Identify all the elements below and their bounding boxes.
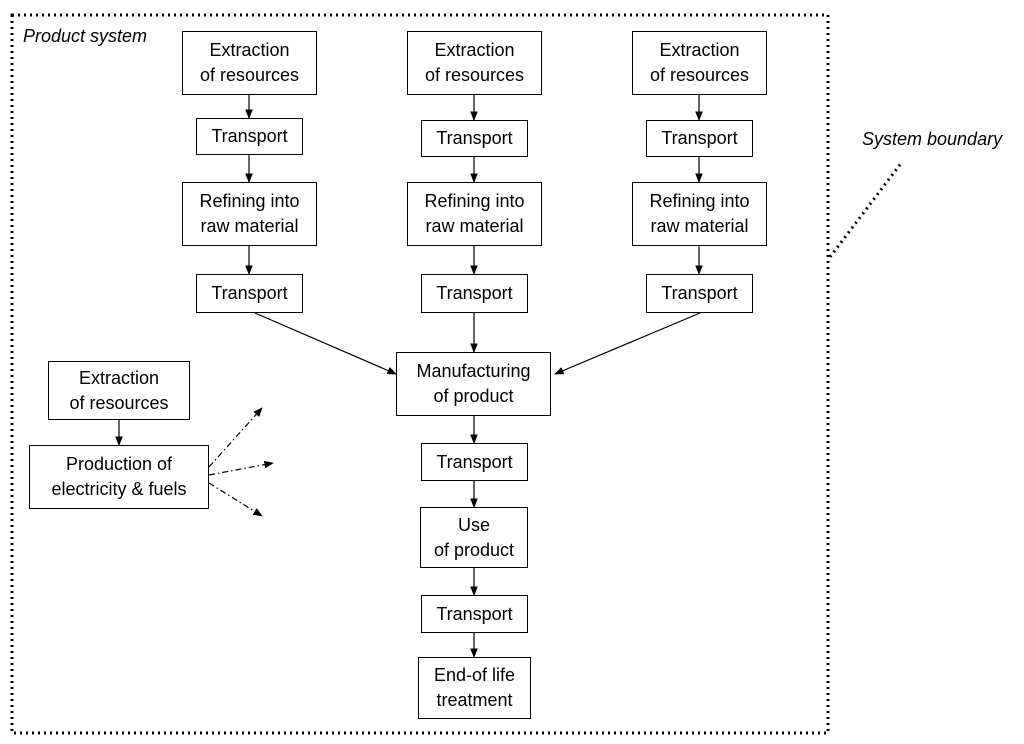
c3-refining-box: Refining into raw material <box>632 182 767 246</box>
system-boundary-leader <box>828 161 904 258</box>
energy-production-box: Production of electricity & fuels <box>29 445 209 509</box>
system-boundary-frame <box>10 13 830 735</box>
energy-flow-arrow-up <box>208 407 263 468</box>
energy-flow-arrow-down <box>208 482 263 517</box>
energy-extraction-box: Extraction of resources <box>48 361 190 420</box>
c2-extraction-box: Extraction of resources <box>407 31 542 95</box>
arrow-c3-transport-manufacturing <box>554 312 701 375</box>
c2-refining-box: Refining into raw material <box>407 182 542 246</box>
transport-after-use-box: Transport <box>421 595 528 633</box>
c1-transport-box-1: Transport <box>196 118 303 155</box>
c1-refining-box: Refining into raw material <box>182 182 317 246</box>
arrow-c1-transport-manufacturing <box>254 312 397 375</box>
c3-transport-box-1: Transport <box>646 120 753 157</box>
c2-transport-box-2: Transport <box>421 274 528 313</box>
c3-transport-box-2: Transport <box>646 274 753 313</box>
system-boundary-label: System boundary <box>862 129 1003 149</box>
use-box: Use of product <box>420 507 528 568</box>
manufacturing-box: Manufacturing of product <box>396 352 551 416</box>
product-system-label: Product system <box>23 26 148 46</box>
energy-flow-arrow-middle <box>208 460 274 476</box>
c3-extraction-box: Extraction of resources <box>632 31 767 95</box>
transport-after-manufacturing-box: Transport <box>421 443 528 481</box>
end-of-life-box: End-of life treatment <box>418 657 531 719</box>
c1-transport-box-2: Transport <box>196 274 303 313</box>
c2-transport-box-1: Transport <box>421 120 528 157</box>
c1-extraction-box: Extraction of resources <box>182 31 317 95</box>
